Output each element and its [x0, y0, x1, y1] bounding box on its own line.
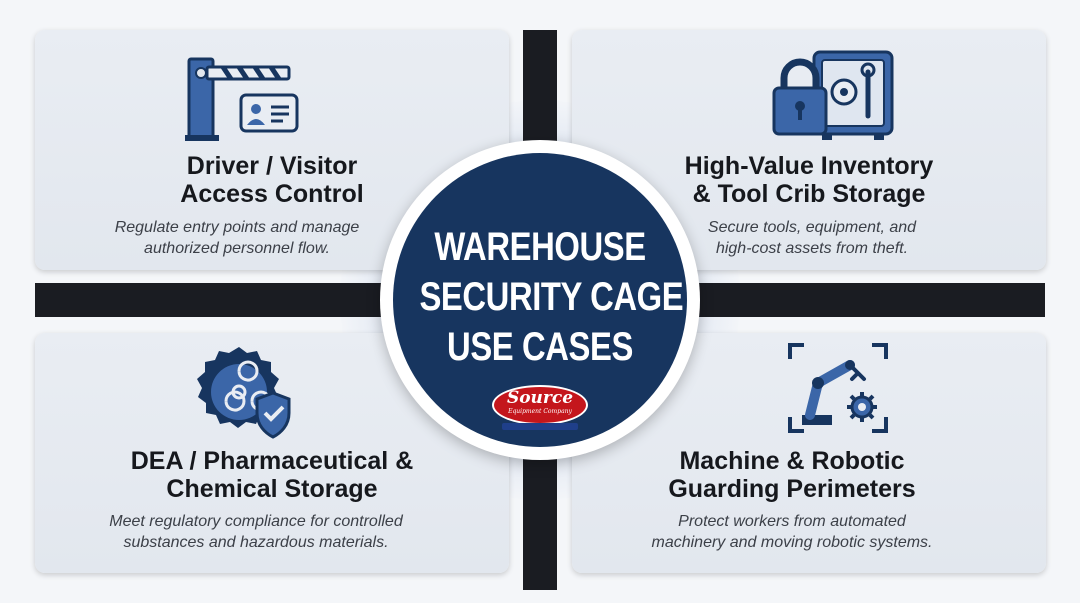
access-control-title: Driver / Visitor Access Control [180, 152, 364, 208]
padlock-safe-icon [772, 50, 894, 140]
biohazard-shield-icon [197, 347, 291, 439]
inventory-storage-description: Secure tools, equipment, and high-cost a… [707, 219, 917, 257]
center-title: WAREHOUSE SECURITY CAGE USE CASES [419, 225, 684, 369]
robotic-arm-gear-icon [788, 343, 888, 433]
access-control-description: Regulate entry points and manage authori… [114, 219, 360, 257]
pharmaceutical-storage-title: DEA / Pharmaceutical & Chemical Storage [130, 447, 414, 503]
robotic-guarding-title: Machine & Robotic Guarding Perimeters [668, 447, 916, 503]
source-logo: Source Equipment Company [492, 385, 588, 433]
robotic-guarding-description: Protect workers from automated machinery… [651, 513, 933, 551]
pharmaceutical-storage-description: Meet regulatory compliance for controlle… [109, 513, 403, 551]
barrier-gate-id-card-icon [185, 57, 299, 141]
inventory-storage-title: High-Value Inventory & Tool Crib Storage [684, 152, 934, 208]
